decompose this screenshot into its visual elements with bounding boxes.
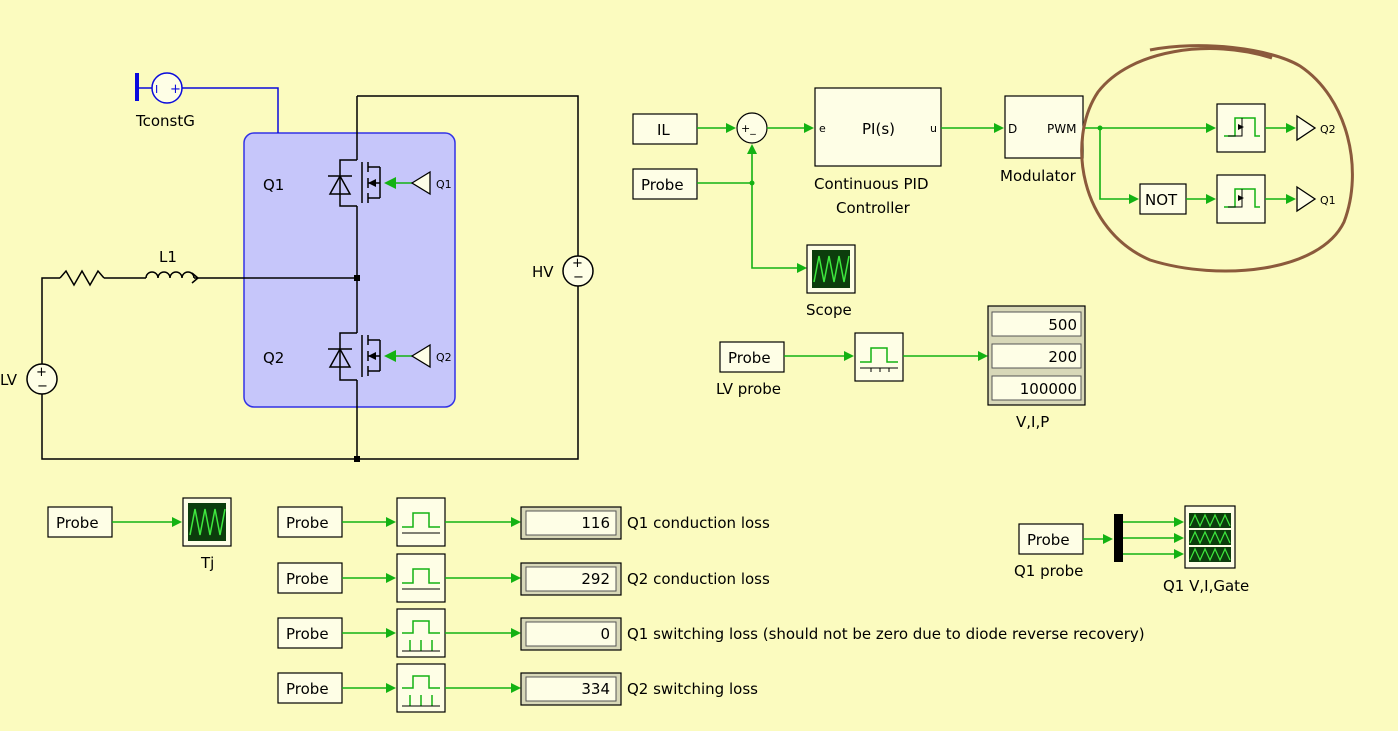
tj-probe-block[interactable] [47, 506, 113, 538]
loss-value: 116 [581, 514, 610, 532]
svg-text:+: + [36, 365, 47, 380]
mosfet-q2[interactable] [328, 332, 381, 381]
loss-probe-label: Probe [286, 625, 329, 643]
loss-probe-block[interactable] [277, 506, 343, 538]
loss-value: 334 [581, 680, 610, 698]
annotation-circle [1080, 44, 1354, 273]
svg-text:I: I [155, 83, 158, 96]
hv-label: HV [532, 263, 554, 281]
sum-signs: +_ [741, 122, 756, 135]
demux-bar[interactable] [1114, 514, 1123, 562]
out-q1-label: Q1 [1320, 194, 1336, 207]
q1-probe-label: Probe [1027, 531, 1070, 549]
lv-measurement: Probe LV probe 500 200 100000 V,I,P [716, 305, 1086, 431]
q1-label: Q1 [263, 176, 284, 194]
tconst-source[interactable]: I + [135, 72, 279, 133]
pi-controller-block[interactable] [814, 87, 942, 167]
mod-out-label: PWM [1047, 122, 1076, 136]
vip-value-1: 200 [1048, 348, 1077, 366]
q1-probe-measurement: Probe Q1 probe Q1 V,I,Gate [1014, 505, 1249, 595]
q1-probe-block[interactable] [1018, 523, 1084, 555]
switching-sample-block[interactable] [396, 608, 446, 658]
power-circuit: I + TconstG L1 + − LV + − HV [0, 72, 594, 462]
tj-probe-label: Probe [56, 514, 99, 532]
out-q2-label: Q2 [1320, 123, 1336, 136]
q2-gate-port[interactable] [410, 343, 431, 369]
q1-gate-label: Q1 [436, 178, 452, 191]
tj-caption: Tj [200, 554, 214, 572]
mod-caption: Modulator [1000, 167, 1077, 185]
loss-label: Q1 switching loss (should not be zero du… [627, 625, 1145, 643]
lv-probe-caption: LV probe [716, 380, 781, 398]
resistor[interactable] [59, 269, 105, 287]
scope-caption: Scope [806, 301, 852, 319]
out-port-q2[interactable] [1296, 114, 1317, 142]
lv-probe-label: Probe [728, 349, 771, 367]
svg-text:+: + [170, 82, 181, 97]
loss-sample-block[interactable] [396, 553, 446, 603]
probe-block-feedback[interactable] [632, 168, 698, 200]
pi-label: PI(s) [862, 120, 895, 138]
loss-measurements: Probe 116 Q1 conduction loss Probe 292 Q… [277, 497, 1145, 713]
loss-label: Q1 conduction loss [627, 514, 770, 532]
vip-caption: V,I,P [1016, 413, 1049, 431]
loss-probe-label: Probe [286, 680, 329, 698]
vip-value-0: 500 [1048, 316, 1077, 334]
q1-gate-port[interactable] [410, 170, 431, 196]
lv-probe-block[interactable] [719, 341, 785, 373]
vip-value-2: 100000 [1020, 380, 1077, 398]
loss-probe-block[interactable] [277, 672, 343, 704]
mosfet-q1[interactable] [328, 159, 381, 207]
loss-label: Q2 switching loss [627, 680, 758, 698]
lv-source[interactable]: + − [26, 363, 58, 395]
out-port-q1[interactable] [1296, 185, 1317, 213]
loss-probe-label: Probe [286, 514, 329, 532]
loss-probe-block[interactable] [277, 562, 343, 594]
q1-probe-caption: Q1 probe [1014, 562, 1083, 580]
loss-value: 292 [581, 570, 610, 588]
scope-icon[interactable] [806, 244, 856, 294]
tj-measurement: Probe Tj [47, 497, 232, 572]
pi-out-label: u [930, 122, 937, 135]
probe-feedback-label: Probe [641, 176, 684, 194]
q1-scope-icon[interactable] [1184, 505, 1236, 569]
switching-sample-block[interactable] [396, 663, 446, 713]
modulator-block[interactable] [1004, 95, 1084, 159]
svg-text:−: − [573, 270, 584, 285]
svg-text:+: + [572, 256, 583, 271]
q2-label: Q2 [263, 349, 284, 367]
half-bridge-subsystem[interactable] [243, 132, 456, 408]
loss-value: 0 [600, 625, 610, 643]
not-gate-block[interactable] [1139, 183, 1187, 215]
lv-label: LV [0, 371, 18, 389]
inductor-label: L1 [159, 248, 177, 266]
pulse-block-q1[interactable] [1216, 174, 1266, 224]
loss-label: Q2 conduction loss [627, 570, 770, 588]
pulse-block-q2[interactable] [1216, 103, 1266, 153]
pid-caption-2: Controller [836, 199, 911, 217]
vip-display[interactable] [987, 305, 1086, 406]
q1-scope-caption: Q1 V,I,Gate [1163, 577, 1249, 595]
pi-in-label: e [819, 122, 826, 135]
inductor-l1[interactable] [145, 271, 195, 279]
q2-gate-label: Q2 [436, 351, 452, 364]
tconst-label: TconstG [135, 112, 195, 130]
loss-probe-label: Probe [286, 570, 329, 588]
loss-probe-block[interactable] [277, 617, 343, 649]
pid-caption-1: Continuous PID [814, 175, 929, 193]
svg-text:−: − [37, 379, 48, 394]
il-probe-label: IL [657, 121, 670, 139]
control-loop: IL Probe +_ PI(s) e u Continuous PID Con… [632, 44, 1354, 319]
tj-scope-icon[interactable] [182, 497, 232, 547]
lv-sample-block[interactable] [854, 332, 904, 382]
loss-sample-block[interactable] [396, 497, 446, 547]
hv-source[interactable]: + − [562, 255, 594, 287]
il-probe-block[interactable] [632, 113, 698, 145]
mod-in-label: D [1008, 122, 1017, 136]
not-label: NOT [1145, 191, 1178, 209]
